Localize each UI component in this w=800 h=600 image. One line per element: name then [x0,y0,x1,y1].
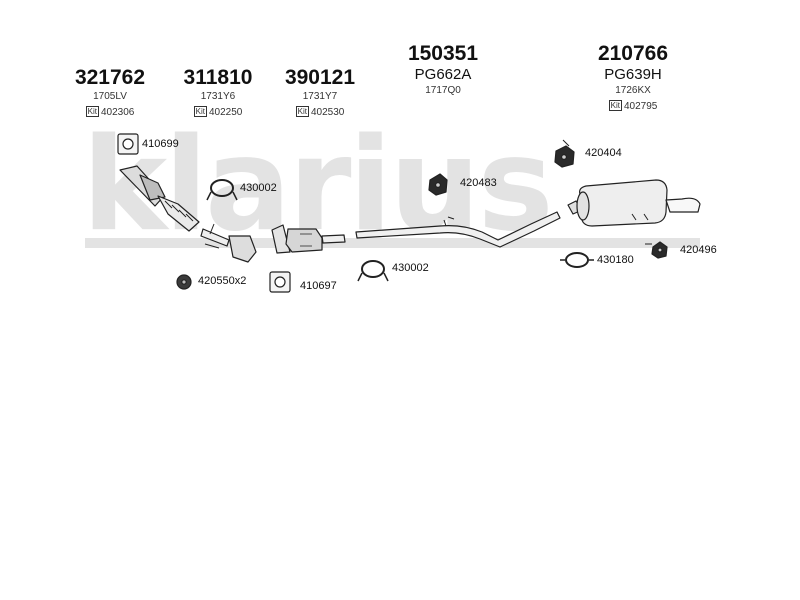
label-gasket-410697: 410697 [300,280,337,292]
part-code: PG662A [414,66,472,83]
part-number: 210766 [597,42,669,65]
kit-value: 402250 [208,107,243,118]
clamp-430180-icon [560,252,594,268]
kit-value: 402530 [310,107,345,118]
kit-icon: Kit [295,106,309,117]
rubber-mount-420496-icon [645,241,668,259]
gasket-410697-icon [269,271,291,293]
pipe-311810-icon [200,223,257,263]
gasket-410699-icon [117,133,139,155]
label-rubber-420404: 420404 [585,147,622,159]
catalyst-390121-icon [271,224,346,254]
rubber-mount-420404-icon [554,139,575,168]
catalytic-converter-321762-icon [119,165,200,232]
part-code: 1731Y7 [302,91,338,102]
part-number: 150351 [407,42,479,65]
kit-value: 402306 [100,107,135,118]
rear-silencer-210766-icon [567,179,701,227]
rubber-mount-420550-icon [176,274,192,290]
label-clamp-430180: 430180 [597,254,634,266]
kit-value: 402795 [623,101,658,112]
label-clamp-430002: 430002 [240,182,277,194]
part-code: 1731Y6 [200,91,236,102]
middle-pipe-150351-icon [355,211,561,248]
part-sub-code: 1726KX [615,85,651,96]
part-code: PG639H [604,66,662,83]
part-sub-code: 1717Q0 [425,85,461,96]
label-rubber-420550: 420550x2 [198,275,247,287]
watermark-underline [85,238,700,248]
part-number: 321762 [74,66,146,89]
clamp-430002-icon [357,260,389,282]
part-header-150351: 150351 PG662A 1717Q0 [398,42,488,98]
part-number: 311810 [183,66,253,89]
part-number: 390121 [284,66,356,89]
kit-icon: Kit [608,100,622,111]
label-clamp-430002-b: 430002 [392,262,429,274]
part-code: 1705LV [93,91,127,102]
clamp-430002-icon [206,179,238,201]
kit-icon: Kit [85,106,99,117]
label-rubber-420483: 420483 [460,177,497,189]
kit-icon: Kit [193,106,207,117]
rubber-mount-420483-icon [428,173,448,196]
label-gasket-410699: 410699 [142,138,179,150]
label-rubber-420496: 420496 [680,244,717,256]
